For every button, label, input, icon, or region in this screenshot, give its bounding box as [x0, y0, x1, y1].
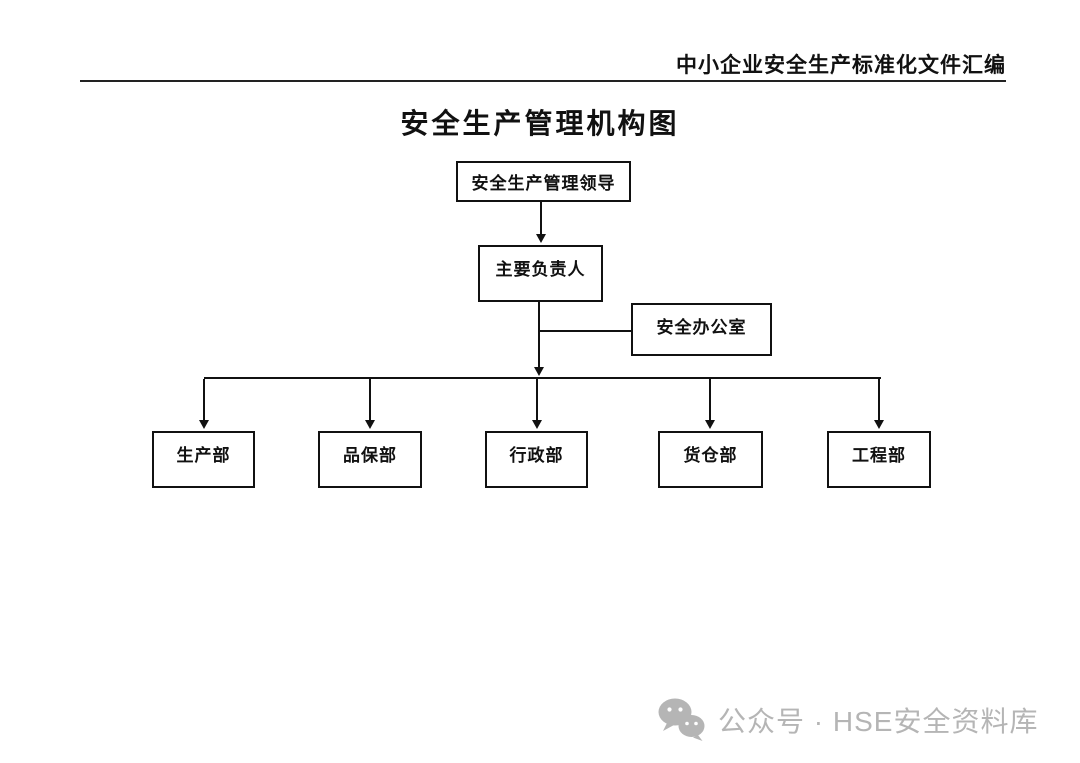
org-node-root: 安全生产管理领导 — [456, 161, 631, 202]
wechat-icon — [658, 698, 705, 741]
header-title: 中小企业安全生产标准化文件汇编 — [676, 54, 1006, 77]
connector-arrow-dept-3 — [532, 379, 542, 429]
org-node-dept-quality: 品保部 — [318, 431, 422, 488]
connector-arrow-root-manager — [536, 202, 546, 243]
org-node-manager: 主要负责人 — [478, 245, 603, 302]
org-node-dept-admin: 行政部 — [485, 431, 588, 488]
org-node-dept-production: 生产部 — [152, 431, 255, 488]
watermark-text: 公众号 · HSE安全资料库 — [718, 706, 1039, 737]
watermark: 公众号 · HSE安全资料库 — [658, 696, 1038, 744]
connector-arrow-dept-5 — [874, 379, 884, 429]
connector-arrow-dept-1 — [199, 379, 209, 429]
page-title: 安全生产管理机构图 — [400, 109, 680, 140]
branch-line — [204, 377, 881, 379]
header-rule — [80, 80, 1006, 82]
org-node-office: 安全办公室 — [631, 303, 772, 356]
connector-trunk — [534, 302, 544, 376]
connector-arrow-dept-4 — [705, 379, 715, 429]
org-node-dept-warehouse: 货仓部 — [658, 431, 763, 488]
connector-arrow-dept-2 — [365, 379, 375, 429]
org-node-dept-engineering: 工程部 — [827, 431, 931, 488]
connector-office — [539, 330, 632, 332]
